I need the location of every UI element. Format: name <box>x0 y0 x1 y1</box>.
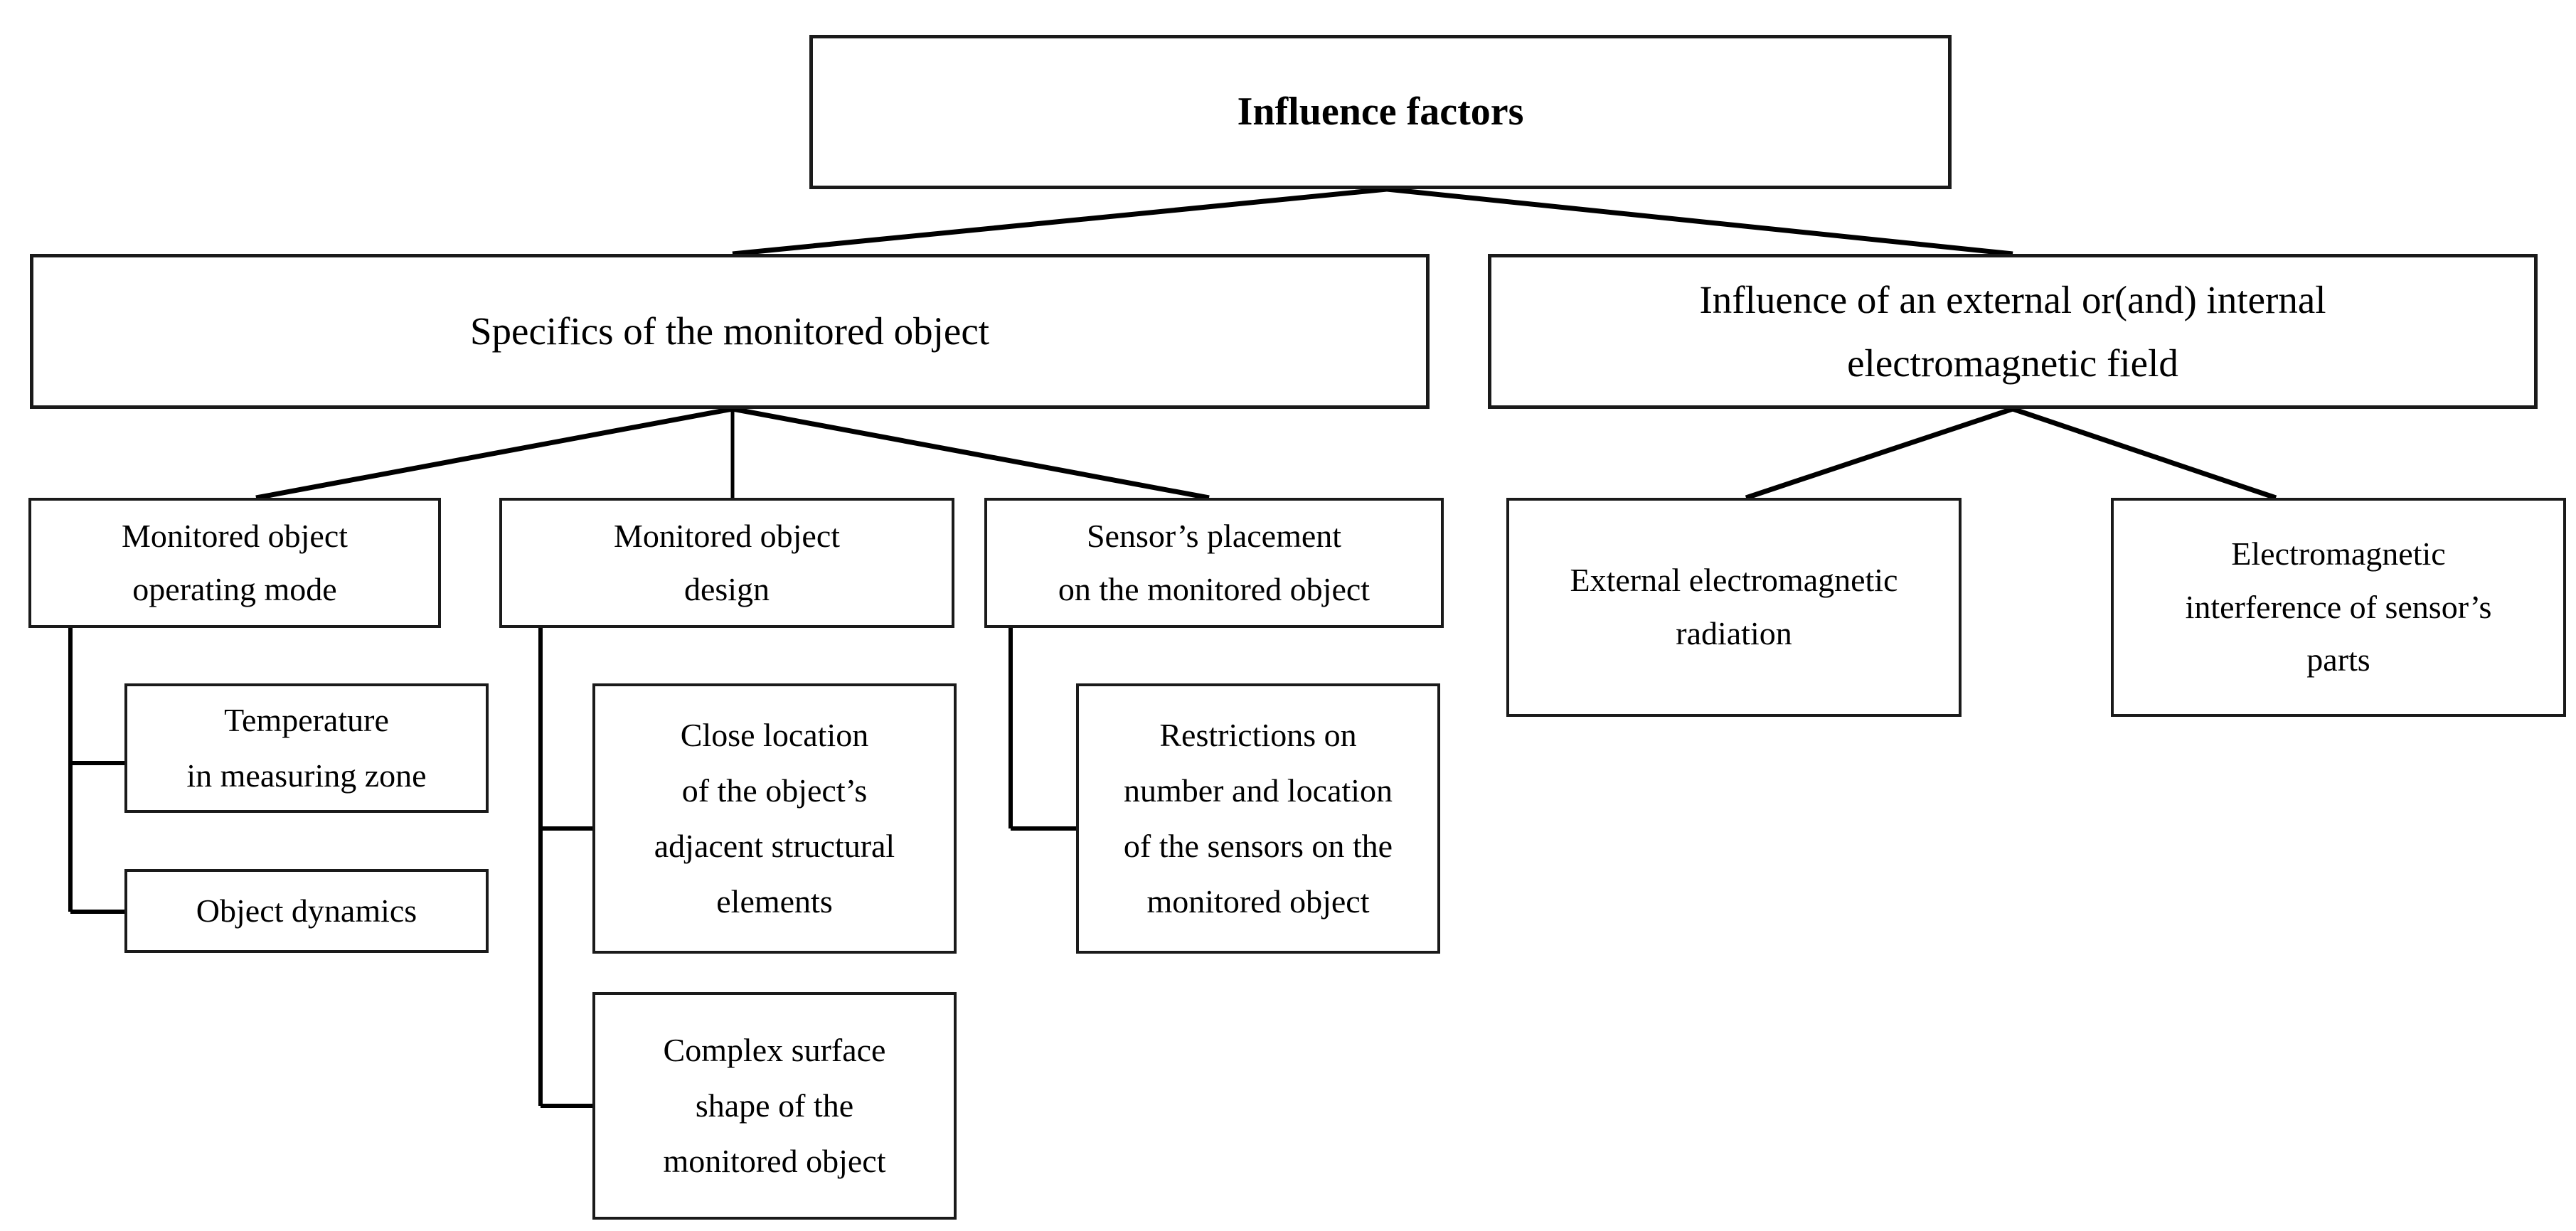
node-sensors-placement[interactable]: Sensor’s placement on the monitored obje… <box>984 498 1444 628</box>
edge-emfield-to-interference <box>2011 406 2277 501</box>
node-label: Sensor’s placement on the monitored obje… <box>1058 517 1371 607</box>
node-complex-surface-shape[interactable]: Complex surface shape of the monitored o… <box>592 992 957 1220</box>
node-label: Electromagnetic interference of sensor’s… <box>2185 535 2492 678</box>
node-monitored-object-design[interactable]: Monitored object design <box>499 498 954 628</box>
node-label: Specifics of the monitored object <box>469 309 990 353</box>
node-label: External electromagnetic radiation <box>1570 562 1898 651</box>
node-label: Close location of the object’s adjacent … <box>654 716 895 920</box>
edge-specifics-to-placement <box>732 406 1210 501</box>
node-specifics-of-monitored-object[interactable]: Specifics of the monitored object <box>30 254 1430 409</box>
node-label: Restrictions on number and location of t… <box>1123 716 1393 920</box>
node-temperature-in-measuring-zone[interactable]: Temperature in measuring zone <box>124 683 489 813</box>
node-influence-factors[interactable]: Influence factors <box>809 35 1952 189</box>
edge-specifics-to-mode <box>255 406 733 501</box>
edge-root-to-emfield <box>1386 186 2013 257</box>
node-monitored-object-operating-mode[interactable]: Monitored object operating mode <box>28 498 441 628</box>
node-label: Influence of an external or(and) interna… <box>1699 277 2326 385</box>
node-influence-electromagnetic-field[interactable]: Influence of an external or(and) interna… <box>1488 254 2538 409</box>
node-label: Object dynamics <box>196 892 417 929</box>
node-close-location-adjacent-structural-elements[interactable]: Close location of the object’s adjacent … <box>592 683 957 954</box>
node-label: Complex surface shape of the monitored o… <box>663 1031 886 1180</box>
node-object-dynamics[interactable]: Object dynamics <box>124 869 489 953</box>
node-electromagnetic-interference-sensors-parts[interactable]: Electromagnetic interference of sensor’s… <box>2111 498 2566 717</box>
edge-emfield-to-radiation <box>1745 406 2014 501</box>
node-label: Monitored object design <box>613 517 841 607</box>
node-label: Temperature in measuring zone <box>186 701 427 794</box>
node-restrictions-on-number-and-location[interactable]: Restrictions on number and location of t… <box>1076 683 1440 954</box>
edge-root-to-specifics <box>732 186 1388 257</box>
node-external-electromagnetic-radiation[interactable]: External electromagnetic radiation <box>1506 498 1962 717</box>
node-label: Monitored object operating mode <box>121 517 348 607</box>
node-label: Influence factors <box>1237 90 1524 134</box>
